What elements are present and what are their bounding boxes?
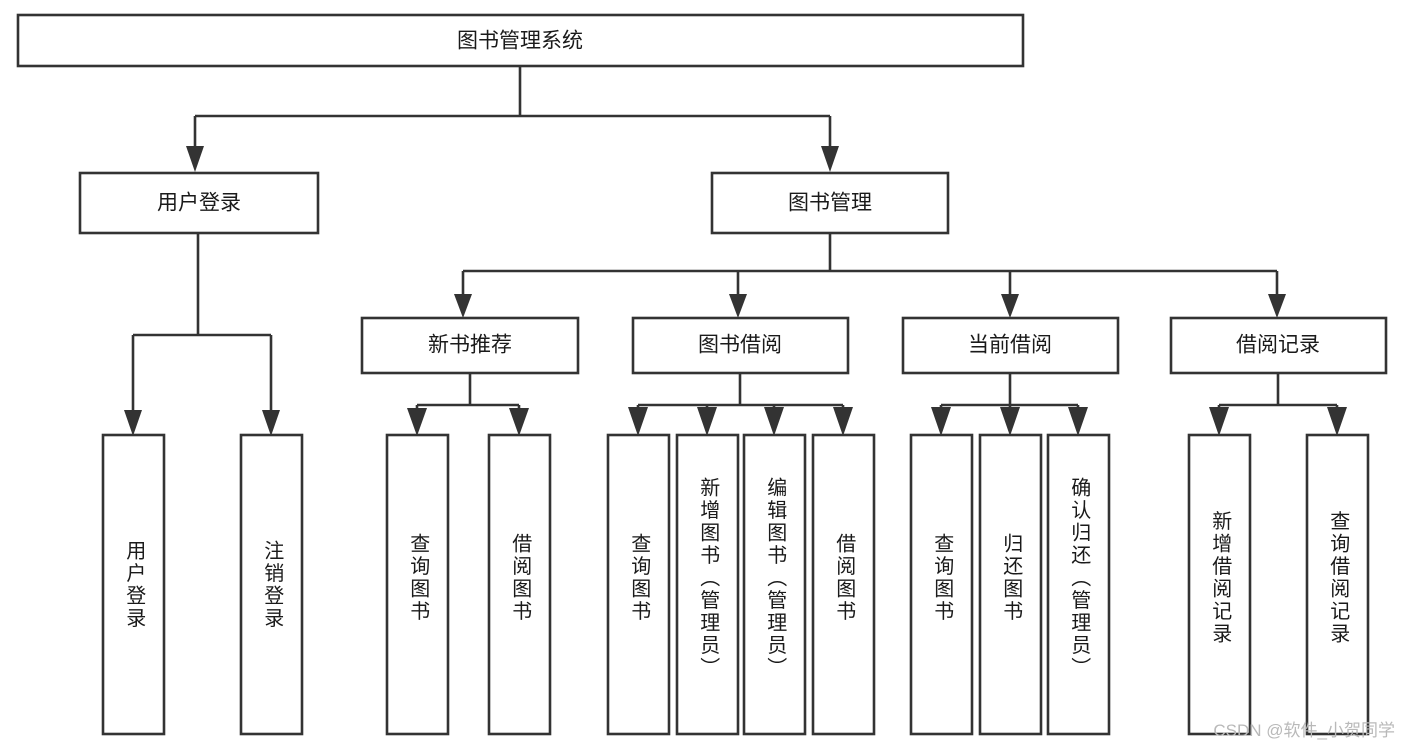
connector-group-user-login xyxy=(124,233,280,436)
node-book-management[interactable]: 图书管理 xyxy=(710,171,950,235)
node-leaf-query-book-3-label: 查询图书 xyxy=(931,533,954,623)
arrow-head-leaf-user-logout xyxy=(262,410,280,436)
node-leaf-user-logout-box[interactable] xyxy=(239,433,304,736)
node-leaf-borrow-book-2[interactable]: 借阅图书 xyxy=(811,433,876,736)
node-leaf-query-book-2-label: 查询图书 xyxy=(628,533,651,623)
node-leaf-add-book-label: 新增图书（管理员） xyxy=(697,476,720,679)
node-current-borrow[interactable]: 当前借阅 xyxy=(901,316,1120,375)
arrow-head-leaf-add-book xyxy=(697,407,717,436)
node-leaf-query-book-1-label: 查询图书 xyxy=(407,533,430,623)
node-leaf-query-book-3-box[interactable] xyxy=(909,433,974,736)
node-new-book-recommend-label: 新书推荐 xyxy=(428,334,512,357)
node-leaf-add-book-box[interactable] xyxy=(675,433,740,736)
node-leaf-query-book-2[interactable]: 查询图书 xyxy=(606,433,671,736)
connector-group-new-book-recommend xyxy=(407,373,529,436)
node-leaf-add-record[interactable]: 新增借阅记录 xyxy=(1187,433,1252,736)
node-leaf-query-book-2-box[interactable] xyxy=(606,433,671,736)
connector-group-book-management xyxy=(454,233,1286,318)
node-leaf-return-book-label: 归还图书 xyxy=(1000,533,1023,623)
node-new-book-recommend-box[interactable] xyxy=(360,316,580,375)
node-leaf-query-record[interactable]: 查询借阅记录 xyxy=(1305,433,1370,736)
arrow-head-borrow-record xyxy=(1268,294,1286,318)
node-leaf-return-book[interactable]: 归还图书 xyxy=(978,433,1043,736)
node-leaf-user-login-box[interactable] xyxy=(101,433,166,736)
node-new-book-recommend[interactable]: 新书推荐 xyxy=(360,316,580,375)
node-leaf-query-record-label: 查询借阅记录 xyxy=(1327,510,1350,645)
node-book-management-label: 图书管理 xyxy=(788,192,872,215)
node-leaf-edit-book-box[interactable] xyxy=(742,433,807,736)
arrow-head-leaf-query-record xyxy=(1327,407,1347,436)
node-book-borrow[interactable]: 图书借阅 xyxy=(631,316,850,375)
arrow-head-leaf-borrow-book-2 xyxy=(833,407,853,436)
node-current-borrow-label: 当前借阅 xyxy=(968,334,1052,357)
node-leaf-return-book-box[interactable] xyxy=(978,433,1043,736)
node-leaf-user-logout[interactable]: 注销登录 xyxy=(239,433,304,736)
node-leaf-user-login-label: 用户登录 xyxy=(123,540,146,630)
node-leaf-add-record-box[interactable] xyxy=(1187,433,1252,736)
arrow-head-book-management xyxy=(821,146,839,172)
connector-group-root xyxy=(186,66,839,172)
connector-group-current-borrow xyxy=(931,373,1088,436)
node-user-login-box[interactable] xyxy=(78,171,320,235)
connector-group-book-borrow xyxy=(628,373,853,436)
node-leaf-query-book-1-box[interactable] xyxy=(385,433,450,736)
arrow-head-leaf-edit-book xyxy=(764,407,784,436)
node-leaf-borrow-book-2-box[interactable] xyxy=(811,433,876,736)
arrow-head-leaf-add-record xyxy=(1209,407,1229,436)
arrow-head-user-login xyxy=(186,146,204,172)
node-leaf-query-book-3[interactable]: 查询图书 xyxy=(909,433,974,736)
node-leaf-confirm-return-box[interactable] xyxy=(1046,433,1111,736)
arrow-head-leaf-return-book xyxy=(1000,407,1020,436)
node-leaf-borrow-book-1[interactable]: 借阅图书 xyxy=(487,433,552,736)
node-leaf-borrow-book-1-box[interactable] xyxy=(487,433,552,736)
node-leaf-query-book-1[interactable]: 查询图书 xyxy=(385,433,450,736)
node-leaf-query-record-box[interactable] xyxy=(1305,433,1370,736)
node-book-borrow-box[interactable] xyxy=(631,316,850,375)
arrow-head-book-borrow xyxy=(729,294,747,318)
node-leaf-user-login[interactable]: 用户登录 xyxy=(101,433,166,736)
arrow-head-leaf-query-book-2 xyxy=(628,407,648,436)
node-root-label: 图书管理系统 xyxy=(457,30,583,53)
node-leaf-edit-book[interactable]: 编辑图书（管理员） xyxy=(742,433,807,736)
node-borrow-record-box[interactable] xyxy=(1169,316,1388,375)
arrow-head-current-borrow xyxy=(1001,294,1019,318)
node-leaf-borrow-book-2-label: 借阅图书 xyxy=(833,533,856,623)
arrow-head-new-book-recommend xyxy=(454,294,472,318)
node-user-login-label: 用户登录 xyxy=(157,192,241,215)
node-root-box[interactable] xyxy=(16,13,1025,68)
node-root[interactable]: 图书管理系统 xyxy=(16,13,1025,68)
node-leaf-edit-book-label: 编辑图书（管理员） xyxy=(764,476,787,679)
node-leaf-user-logout-label: 注销登录 xyxy=(261,540,284,630)
node-leaf-borrow-book-1-label: 借阅图书 xyxy=(509,533,532,623)
node-leaf-add-book[interactable]: 新增图书（管理员） xyxy=(675,433,740,736)
arrow-head-leaf-confirm-return xyxy=(1068,407,1088,436)
node-borrow-record-label: 借阅记录 xyxy=(1236,334,1320,357)
connector-group-borrow-record xyxy=(1209,373,1347,436)
node-leaf-confirm-return[interactable]: 确认归还（管理员） xyxy=(1046,433,1111,736)
node-borrow-record[interactable]: 借阅记录 xyxy=(1169,316,1388,375)
node-user-login[interactable]: 用户登录 xyxy=(78,171,320,235)
node-current-borrow-box[interactable] xyxy=(901,316,1120,375)
node-book-borrow-label: 图书借阅 xyxy=(698,334,782,357)
arrow-head-leaf-query-book-3 xyxy=(931,407,951,436)
arrow-head-leaf-borrow-book-1 xyxy=(509,408,529,436)
node-book-management-box[interactable] xyxy=(710,171,950,235)
node-leaf-add-record-label: 新增借阅记录 xyxy=(1209,510,1232,645)
arrow-head-leaf-query-book-1 xyxy=(407,408,427,436)
arrow-head-leaf-user-login xyxy=(124,410,142,436)
node-leaf-confirm-return-label: 确认归还（管理员） xyxy=(1068,476,1091,679)
